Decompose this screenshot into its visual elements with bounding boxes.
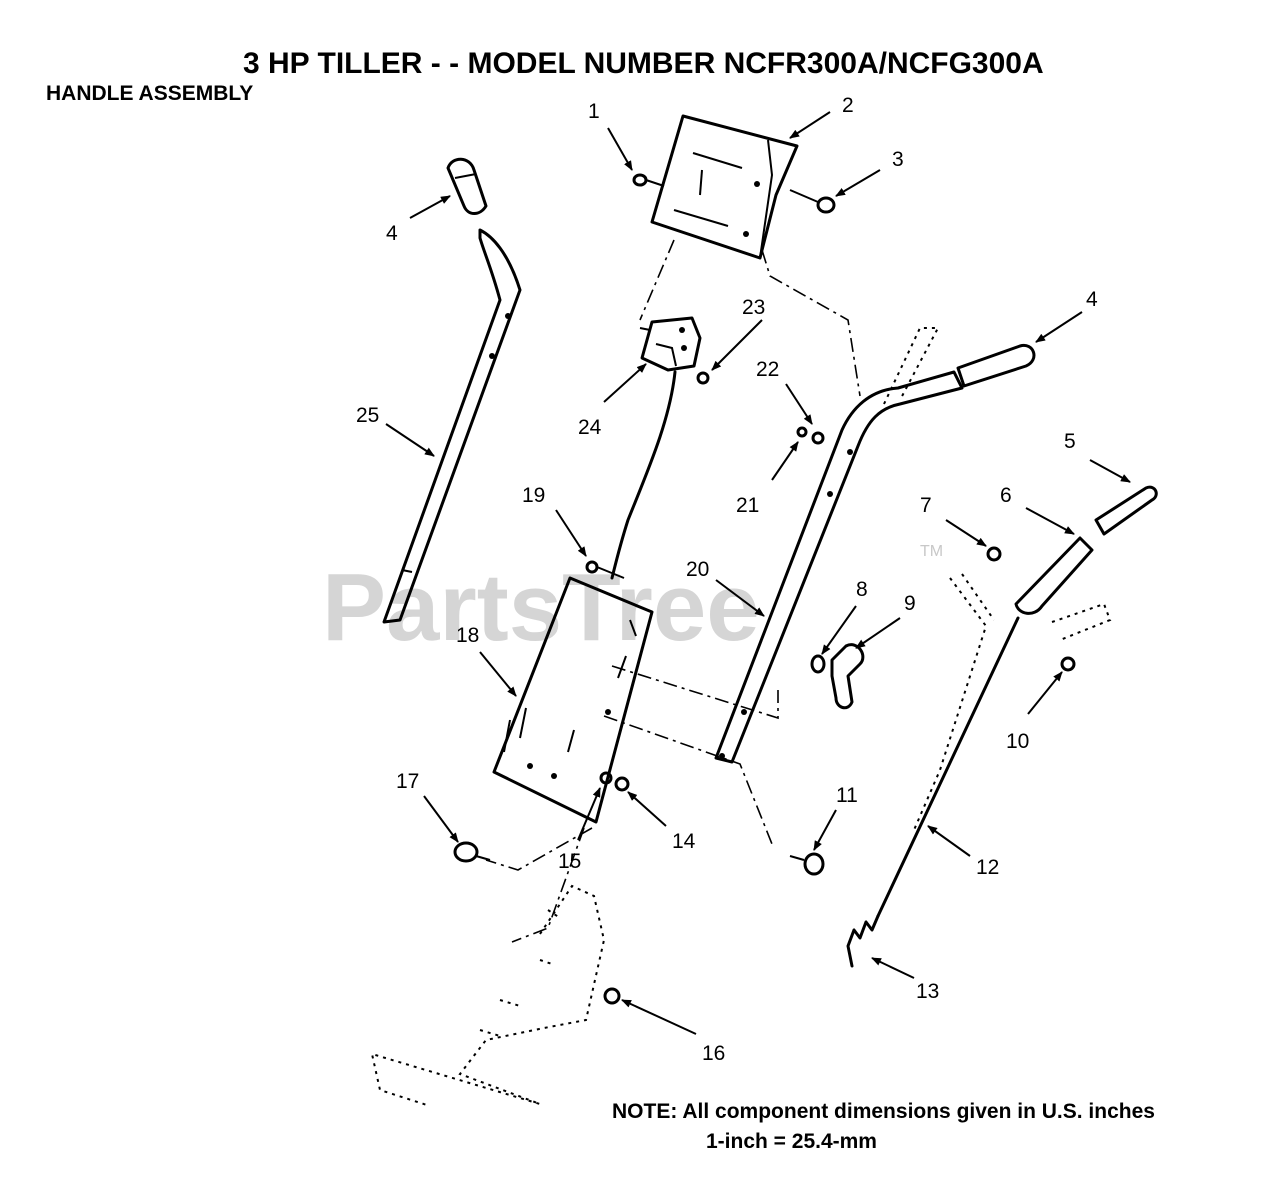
- watermark-trademark: TM: [920, 543, 943, 560]
- callout-17: 17: [396, 770, 419, 793]
- callout-4-right: 4: [1086, 288, 1098, 311]
- watermark: PartsTree TM: [322, 543, 943, 661]
- part-8-washer: [810, 654, 826, 674]
- part-17-bolt: [453, 841, 491, 863]
- part-3-screw: [789, 189, 836, 214]
- callout-7: 7: [920, 494, 932, 517]
- part-18-bracket-plate: [492, 576, 654, 824]
- part-4-grip-left: [446, 157, 488, 215]
- callout-21: 21: [736, 494, 759, 517]
- callout-8: 8: [856, 578, 868, 601]
- part-16-nut: [603, 987, 621, 1005]
- callout-25: 25: [356, 404, 379, 427]
- callout-9: 9: [904, 592, 916, 615]
- callout-labels: 1 2 3 4 4 5 6 7 8 9 10 11 12 13 14 15 16…: [356, 94, 1098, 1065]
- part-13-spring: [846, 914, 880, 968]
- part-9-knob: [830, 643, 865, 710]
- callout-19: 19: [522, 484, 545, 507]
- part-24-switch-bracket: [639, 316, 702, 372]
- callout-4-left: 4: [386, 222, 398, 245]
- callout-18: 18: [456, 624, 479, 647]
- callout-12: 12: [976, 856, 999, 879]
- callout-16: 16: [702, 1042, 725, 1065]
- part-23-nut: [696, 371, 710, 385]
- callout-5: 5: [1064, 430, 1076, 453]
- watermark-text: PartsTree: [322, 554, 760, 661]
- part-21-screw: [796, 426, 808, 438]
- note-line-2: 1-inch = 25.4-mm: [706, 1130, 877, 1153]
- part-1-screw: [632, 173, 665, 187]
- part-25-handle-bar: [382, 228, 522, 624]
- part-19-cable-clip: [585, 560, 625, 579]
- callout-13: 13: [916, 980, 939, 1003]
- diagram-title: 3 HP TILLER - - MODEL NUMBER NCFR300A/NC…: [243, 47, 1044, 80]
- part-5-grip: [1094, 485, 1158, 536]
- callout-15: 15: [558, 850, 581, 873]
- callout-6: 6: [1000, 484, 1012, 507]
- part-6-clutch-lever: [1014, 536, 1112, 641]
- part-12-control-rod: [876, 573, 1020, 918]
- part-20-handle-bar: [714, 327, 964, 764]
- callout-20: 20: [686, 558, 709, 581]
- callout-22: 22: [756, 358, 779, 381]
- part-22-washer: [811, 431, 825, 445]
- callout-11: 11: [836, 784, 858, 807]
- part-15-screw: [599, 771, 613, 785]
- part-10-nut: [1060, 656, 1076, 672]
- callout-24: 24: [578, 416, 602, 439]
- note-line-1: NOTE: All component dimensions given in …: [612, 1100, 1155, 1123]
- callout-arrows: [385, 111, 1131, 1035]
- callout-3: 3: [892, 148, 904, 171]
- part-14-washer: [614, 776, 630, 792]
- part-4-grip-right: [956, 343, 1036, 388]
- callout-14: 14: [672, 830, 696, 853]
- dimension-note: NOTE: All component dimensions given in …: [612, 1100, 1155, 1153]
- control-cable: [610, 370, 677, 580]
- callout-23: 23: [742, 296, 765, 319]
- callout-1: 1: [588, 100, 600, 123]
- callout-10: 10: [1006, 730, 1029, 753]
- section-subtitle: HANDLE ASSEMBLY: [46, 82, 253, 105]
- callout-2: 2: [842, 94, 854, 117]
- part-2-cover-plate: [650, 114, 799, 260]
- tiller-frame: [370, 884, 606, 1107]
- part-11-bolt: [789, 852, 825, 876]
- part-7-screw: [986, 546, 1002, 562]
